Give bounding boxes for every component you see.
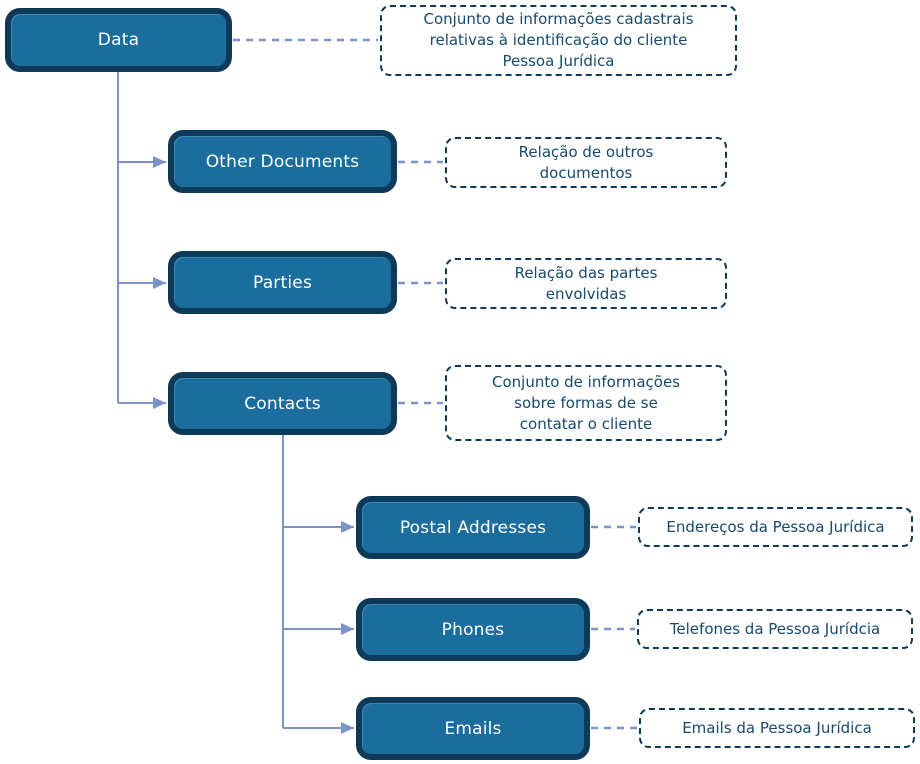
node-postal-addresses-label: Postal Addresses [399, 517, 547, 538]
node-other-documents-label: Other Documents [205, 151, 360, 172]
note-contacts: Conjunto de informações sobre formas de … [445, 365, 727, 441]
node-data: Data [5, 8, 232, 72]
node-phones-label: Phones [441, 619, 505, 640]
node-emails-label: Emails [444, 718, 502, 739]
note-emails: Emails da Pessoa Jurídica [639, 708, 915, 748]
node-postal-addresses: Postal Addresses [356, 496, 590, 559]
node-other-documents: Other Documents [168, 130, 397, 193]
note-postal-addresses-text: Endereços da Pessoa Jurídica [666, 517, 885, 536]
note-phones: Telefones da Pessoa Jurídcia [637, 609, 913, 649]
node-parties: Parties [168, 251, 397, 314]
note-other-documents: Relação de outros documentos [445, 137, 727, 188]
node-contacts-label: Contacts [244, 393, 321, 414]
node-emails: Emails [356, 697, 590, 760]
note-parties-text: Relação das partes envolvidas [514, 263, 658, 303]
note-data: Conjunto de informações cadastrais relat… [380, 5, 737, 76]
node-parties-label: Parties [253, 272, 312, 293]
node-phones: Phones [356, 598, 590, 661]
note-contacts-text: Conjunto de informações sobre formas de … [492, 372, 680, 433]
note-data-text: Conjunto de informações cadastrais relat… [423, 10, 694, 70]
note-phones-text: Telefones da Pessoa Jurídcia [669, 619, 881, 638]
note-postal-addresses: Endereços da Pessoa Jurídica [638, 507, 913, 547]
node-contacts: Contacts [168, 372, 397, 435]
node-data-label: Data [97, 30, 140, 50]
note-emails-text: Emails da Pessoa Jurídica [682, 718, 872, 737]
note-parties: Relação das partes envolvidas [445, 258, 727, 309]
note-other-documents-text: Relação de outros documentos [518, 142, 654, 182]
